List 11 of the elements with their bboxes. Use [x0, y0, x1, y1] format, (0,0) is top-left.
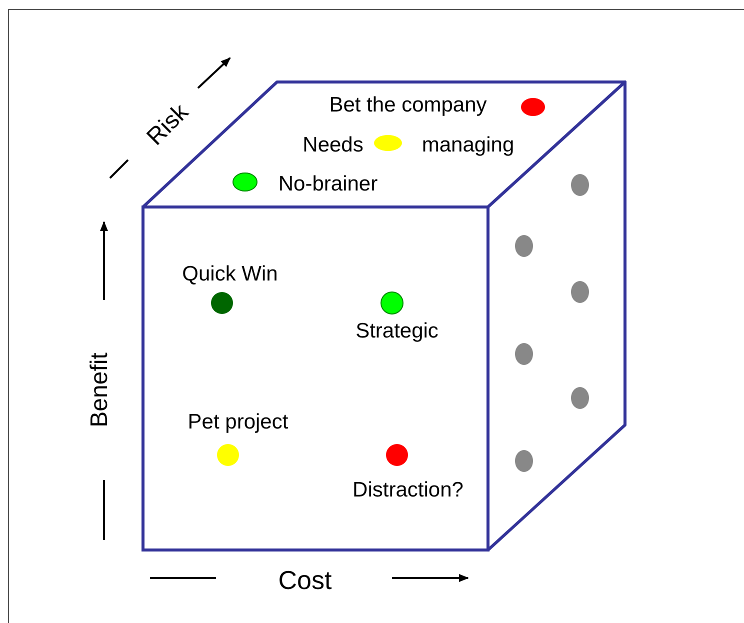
axis-label: Benefit: [88, 352, 112, 428]
quadrant-label: Quick Win: [182, 264, 278, 284]
quadrant-label: managing: [422, 134, 514, 156]
quadrant-label: Needs: [302, 134, 364, 156]
axis-label: Risk: [143, 100, 193, 150]
quadrant-label: Distraction?: [352, 480, 464, 500]
axis-label: Cost: [278, 567, 332, 593]
quadrant-label: No-brainer: [278, 174, 378, 194]
quadrant-label: Strategic: [356, 320, 438, 342]
quadrant-label: Pet project: [188, 412, 288, 432]
quadrant-label: Bet the company: [329, 94, 487, 116]
